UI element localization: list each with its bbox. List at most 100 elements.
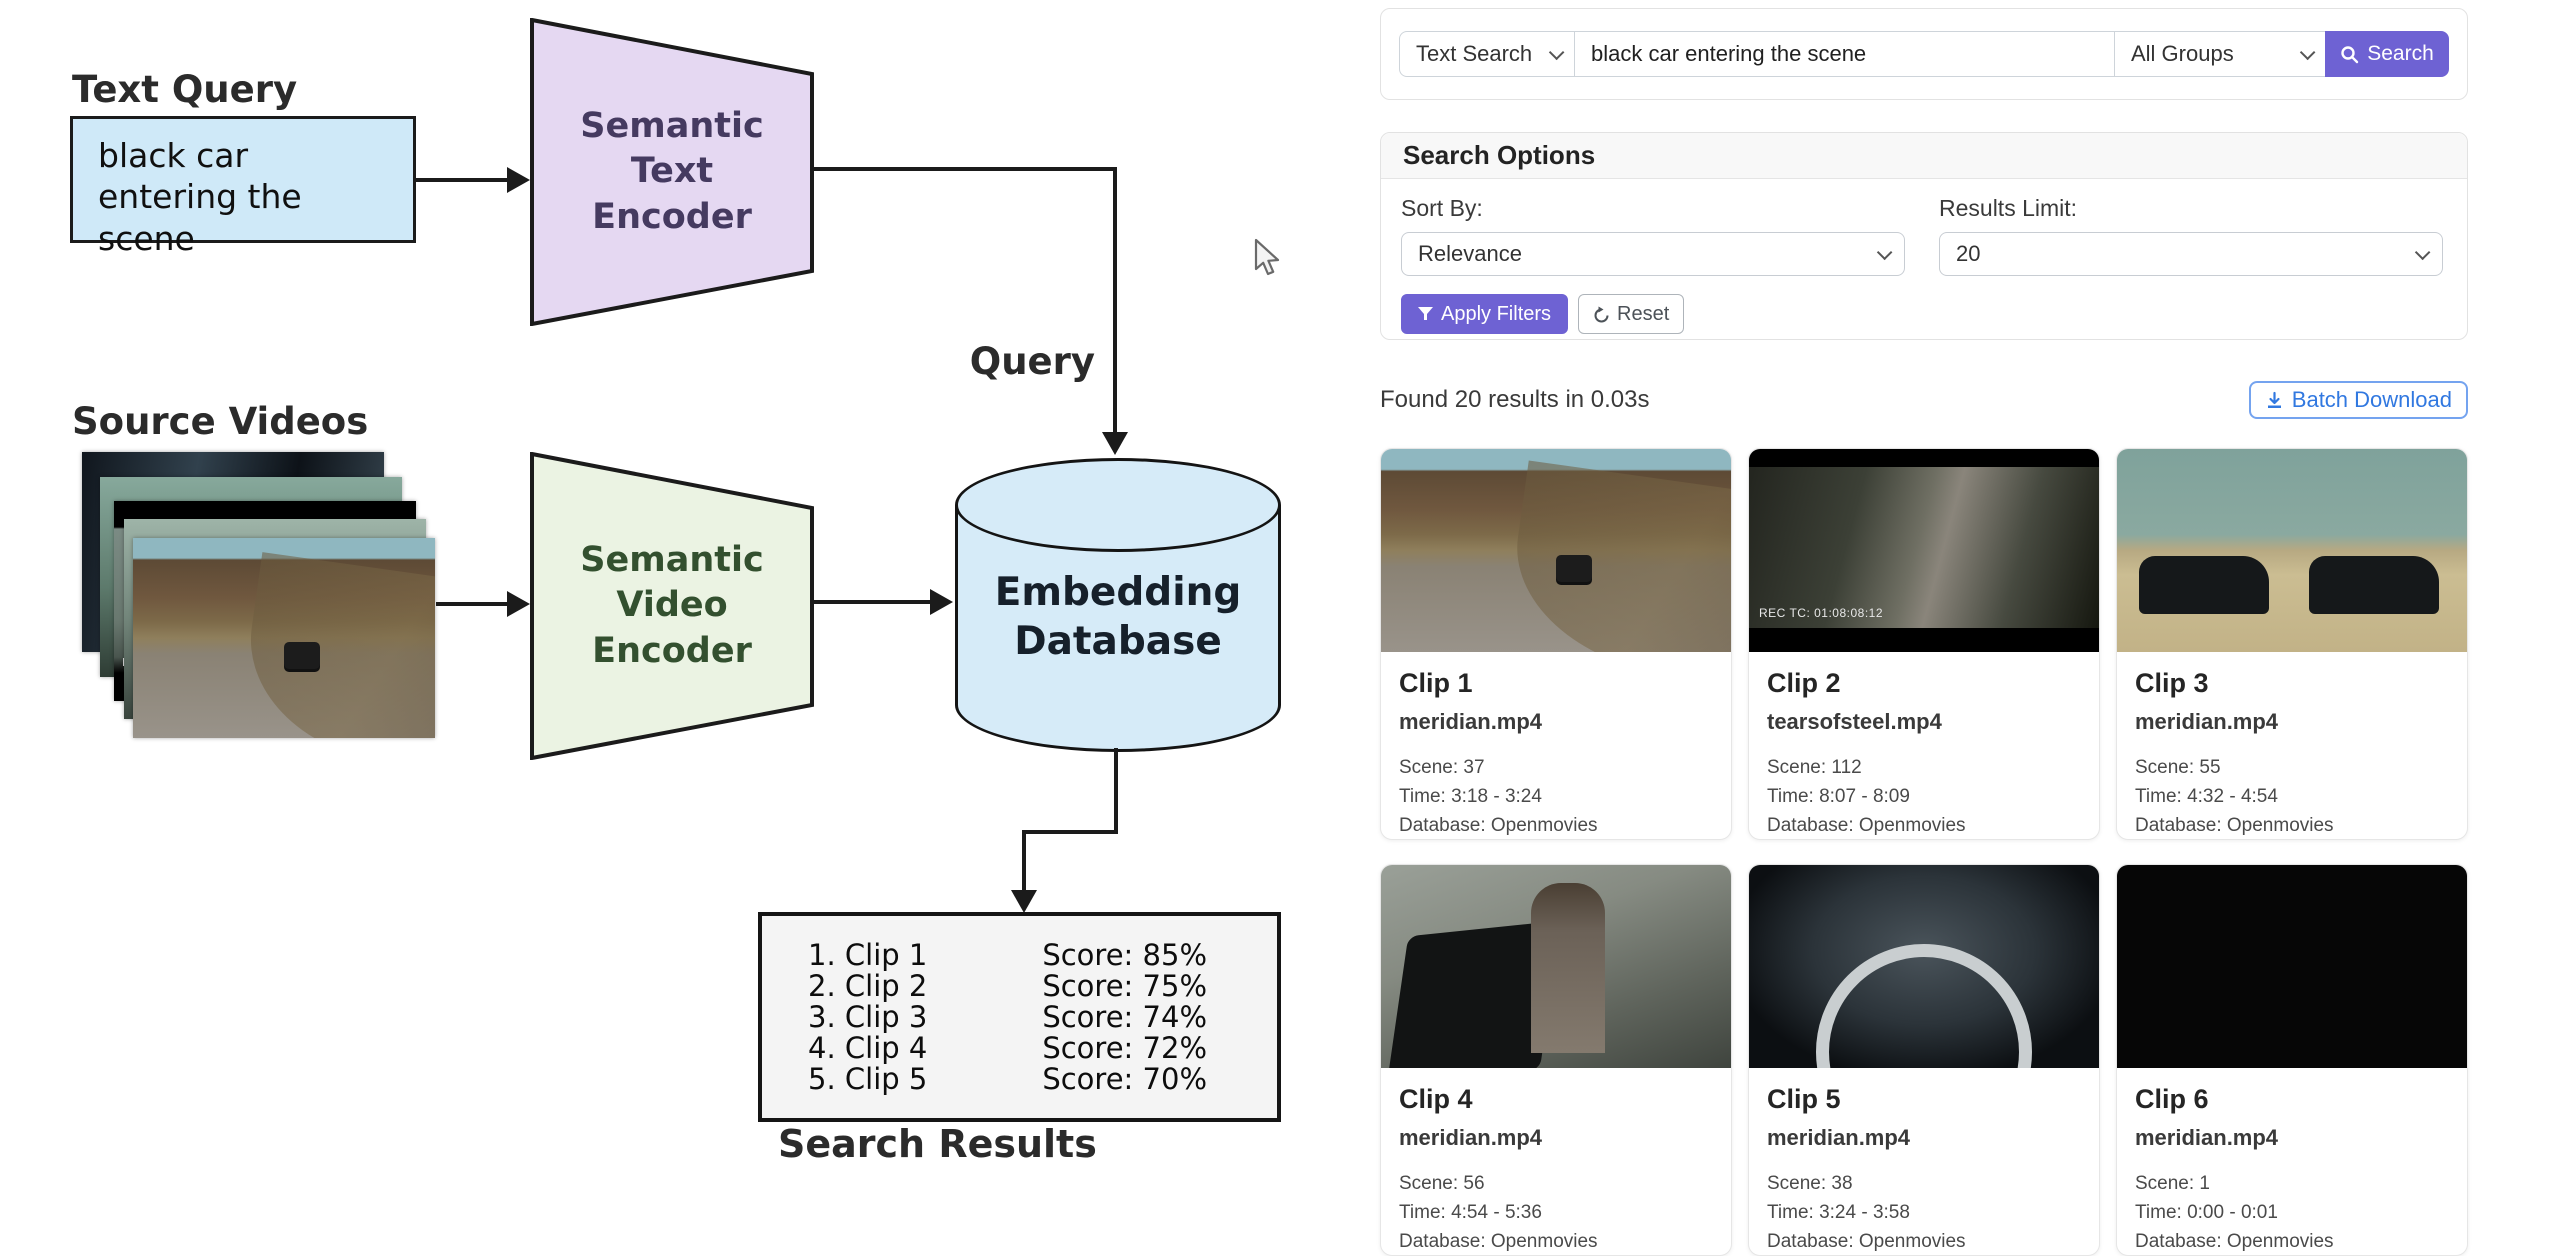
clip-time: Time: 0:00 - 0:01 xyxy=(2135,1202,2278,1223)
encoder-word: Semantic xyxy=(580,539,764,580)
clip-card-5[interactable]: Clip 5 meridian.mp4 Scene: 38 Time: 3:24… xyxy=(1748,864,2100,1256)
search-button[interactable]: Search xyxy=(2325,31,2449,77)
download-icon xyxy=(2267,391,2281,408)
chevron-down-icon xyxy=(2414,244,2431,260)
line-encoder-to-db-vertical xyxy=(1113,167,1117,435)
clip-4-thumbnail[interactable] xyxy=(1381,865,1731,1068)
result-row: 3. Clip 3 Score: 74% xyxy=(808,1002,1207,1033)
arrowhead xyxy=(1102,432,1128,455)
clip-6-thumbnail[interactable] xyxy=(2117,865,2467,1068)
result-row: 1. Clip 1 Score: 85% xyxy=(808,940,1207,971)
reset-button[interactable]: Reset xyxy=(1578,294,1685,334)
semantic-text-encoder-shape: Semantic Text Encoder xyxy=(530,17,814,327)
clip-card-body: Clip 2 tearsofsteel.mp4 Scene: 112 Time:… xyxy=(1749,652,2099,837)
arrowhead xyxy=(930,589,953,615)
clip-card-1[interactable]: Clip 1 meridian.mp4 Scene: 37 Time: 3:18… xyxy=(1380,448,1732,840)
result-clip: 1. Clip 1 xyxy=(808,938,928,972)
clip-scene: Scene: 55 xyxy=(2135,757,2221,778)
clip-time: Time: 3:18 - 3:24 xyxy=(1399,786,1542,807)
clip-title: Clip 1 xyxy=(1399,668,1473,698)
clip-card-4[interactable]: Clip 4 meridian.mp4 Scene: 56 Time: 4:54… xyxy=(1380,864,1732,1256)
connector-db-results-2 xyxy=(1022,830,1118,834)
ranked-results-box: 1. Clip 1 Score: 85% 2. Clip 2 Score: 75… xyxy=(758,912,1281,1122)
clip-scene: Scene: 1 xyxy=(2135,1173,2210,1194)
clip-database: Database: Openmovies xyxy=(1767,1231,1966,1252)
clip-meta: Scene: 37 Time: 3:18 - 3:24 Database: Op… xyxy=(1399,757,1713,837)
clip-card-3[interactable]: Clip 3 meridian.mp4 Scene: 55 Time: 4:32… xyxy=(2116,448,2468,840)
clip-title: Clip 5 xyxy=(1767,1084,1841,1114)
arrow-query-to-text-encoder xyxy=(413,178,513,182)
architecture-diagram: Text Query black car entering the scene … xyxy=(0,0,1376,1214)
encoder-word: Encoder xyxy=(592,196,752,237)
search-options-header: Search Options xyxy=(1381,133,2467,179)
semantic-text-encoder-label: Semantic Text Encoder xyxy=(530,18,814,326)
clip-card-body: Clip 3 meridian.mp4 Scene: 55 Time: 4:32… xyxy=(2117,652,2467,837)
result-row: 4. Clip 4 Score: 72% xyxy=(808,1033,1207,1064)
clip-filename: meridian.mp4 xyxy=(1399,709,1543,734)
apply-filters-button[interactable]: Apply Filters xyxy=(1401,294,1569,334)
results-summary-row: Found 20 results in 0.03s Batch Download xyxy=(1380,380,2468,420)
clip-filename: meridian.mp4 xyxy=(1399,1125,1543,1150)
batch-download-label: Batch Download xyxy=(2291,387,2452,412)
results-limit-select[interactable]: 20 xyxy=(1939,232,2443,276)
arrow-encoder-to-db xyxy=(812,600,934,604)
clip-filename: meridian.mp4 xyxy=(2135,709,2279,734)
search-options-card: Search Options Sort By: Relevance Result… xyxy=(1380,132,2468,340)
results-limit-label: Results Limit: xyxy=(1939,195,2078,221)
clip-card-body: Clip 4 meridian.mp4 Scene: 56 Time: 4:54… xyxy=(1381,1068,1731,1253)
sort-by-value: Relevance xyxy=(1418,241,1522,266)
clip-card-6[interactable]: Clip 6 meridian.mp4 Scene: 1 Time: 0:00 … xyxy=(2116,864,2468,1256)
clip-3-thumbnail[interactable] xyxy=(2117,449,2467,652)
clip-card-2[interactable]: REC TC: 01:08:08:12 Clip 2 tearsofsteel.… xyxy=(1748,448,2100,840)
reset-label: Reset xyxy=(1617,302,1670,325)
query-line-2: entering the scene xyxy=(98,177,302,258)
mouse-cursor xyxy=(1254,238,1280,276)
chevron-down-icon xyxy=(2299,44,2316,60)
encoder-word: Text xyxy=(630,151,714,192)
clip-time: Time: 4:54 - 5:36 xyxy=(1399,1202,1542,1223)
batch-download-button[interactable]: Batch Download xyxy=(2248,381,2468,419)
chevron-down-icon xyxy=(1548,44,1565,60)
result-score: Score: 75% xyxy=(1042,969,1207,1003)
semantic-video-encoder-label: Semantic Video Encoder xyxy=(530,452,814,760)
group-select[interactable]: All Groups xyxy=(2114,31,2326,77)
clip-2-thumbnail[interactable]: REC TC: 01:08:08:12 xyxy=(1749,449,2099,652)
clip-scene: Scene: 38 xyxy=(1767,1173,1853,1194)
clip-scene: Scene: 112 xyxy=(1767,757,1862,778)
search-query-input[interactable] xyxy=(1574,31,2115,77)
semantic-video-encoder-shape: Semantic Video Encoder xyxy=(530,451,814,761)
clip-meta: Scene: 56 Time: 4:54 - 5:36 Database: Op… xyxy=(1399,1173,1713,1253)
reset-icon xyxy=(1594,306,1609,322)
clip-card-body: Clip 1 meridian.mp4 Scene: 37 Time: 3:18… xyxy=(1381,652,1731,837)
sort-by-select[interactable]: Relevance xyxy=(1401,232,1905,276)
clip-card-body: Clip 6 meridian.mp4 Scene: 1 Time: 0:00 … xyxy=(2117,1068,2467,1253)
result-score: Score: 70% xyxy=(1042,1062,1207,1096)
search-type-select[interactable]: Text Search xyxy=(1399,31,1575,77)
connector-db-results-1 xyxy=(1114,748,1118,834)
sort-by-label: Sort By: xyxy=(1401,195,1483,221)
db-word: Database xyxy=(1014,619,1222,664)
query-arrow-label: Query xyxy=(969,340,1095,383)
encoder-word: Encoder xyxy=(592,630,752,671)
results-limit-value: 20 xyxy=(1956,241,1981,266)
result-row: 5. Clip 5 Score: 70% xyxy=(808,1064,1207,1095)
clip-5-thumbnail[interactable] xyxy=(1749,865,2099,1068)
clip-1-thumbnail[interactable] xyxy=(1381,449,1731,652)
result-clip: 2. Clip 2 xyxy=(808,969,928,1003)
text-query-box: black car entering the scene xyxy=(70,116,416,258)
result-row: 2. Clip 2 Score: 75% xyxy=(808,971,1207,1002)
result-clip: 5. Clip 5 xyxy=(808,1062,928,1096)
clip-database: Database: Openmovies xyxy=(1399,815,1598,836)
search-bar-card: Text Search All Groups Search xyxy=(1380,8,2468,100)
result-clip: 3. Clip 3 xyxy=(808,1000,928,1034)
clip-filename: meridian.mp4 xyxy=(1767,1125,1911,1150)
filter-icon xyxy=(1418,307,1433,320)
search-options-body: Sort By: Relevance Results Limit: 20 xyxy=(1381,179,2467,334)
arrowhead xyxy=(1011,890,1037,913)
source-videos-label: Source Videos xyxy=(72,400,369,443)
clip-title: Clip 2 xyxy=(1767,668,1841,698)
clip-filename: meridian.mp4 xyxy=(2135,1125,2279,1150)
result-score: Score: 85% xyxy=(1042,938,1207,972)
text-query-label: Text Query xyxy=(72,68,298,111)
clip-title: Clip 4 xyxy=(1399,1084,1473,1114)
